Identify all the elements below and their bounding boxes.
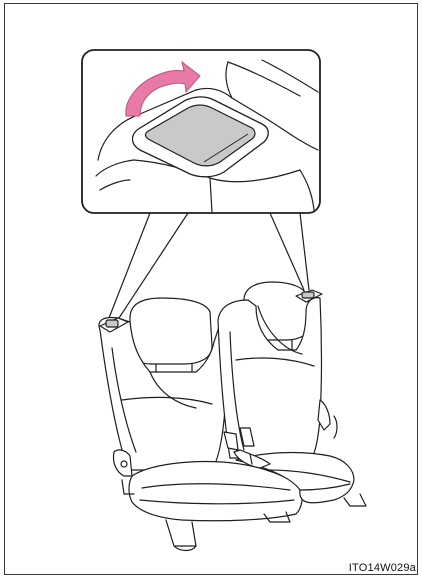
figure-reference-code: ITO14W029a (349, 562, 416, 574)
third-row-seat-icon (99, 282, 366, 551)
magnified-inset-icon (82, 50, 320, 213)
